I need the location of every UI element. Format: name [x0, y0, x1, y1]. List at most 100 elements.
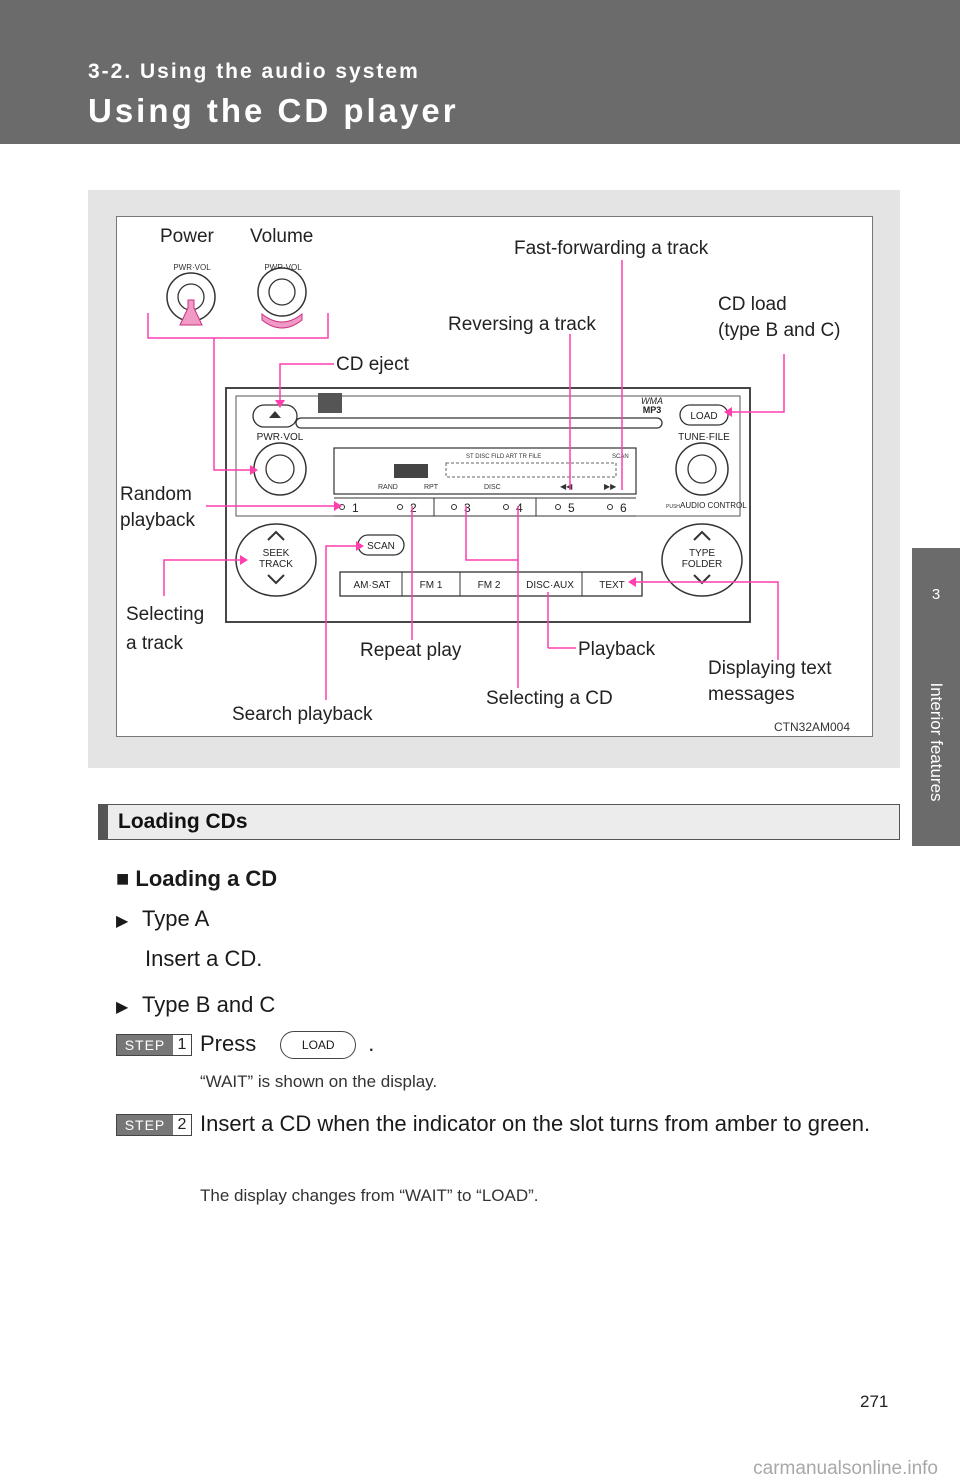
display-rand-indicator: RAND [378, 484, 398, 491]
callout-lines [147, 260, 785, 700]
wma-logo: WMA [641, 396, 663, 406]
type-a-label: Type A [142, 906, 210, 931]
step-1-badge: STEP 1 [116, 1034, 192, 1056]
callout-cd-eject: CD eject [336, 354, 409, 375]
callout-cd-load-line2: (type B and C) [718, 319, 841, 341]
preset-3-label: 3 [464, 501, 471, 515]
triangle-bullet-icon: ▶ [116, 913, 129, 930]
callout-reversing: Reversing a track [448, 314, 596, 335]
preset-5-indicator [555, 504, 561, 510]
sub-heading: ■ Loading a CD [116, 866, 277, 892]
preset-2-indicator [397, 504, 403, 510]
callout-selecting-cd: Selecting a CD [486, 688, 613, 709]
seek-label: SEEK [263, 548, 290, 559]
eject-icon [269, 411, 281, 418]
callout-repeat: Repeat play [360, 640, 462, 661]
type-bc-line: ▶ Type B and C [116, 992, 275, 1018]
band-button-label: FM 2 [478, 580, 501, 591]
callout-random-line1: Random [120, 484, 192, 505]
step-1-word: STEP [117, 1035, 173, 1055]
callout-cd-load-line1: CD load [718, 294, 787, 315]
press-arrow-icon [179, 299, 203, 326]
sub-heading-text: Loading a CD [135, 866, 278, 891]
type-bc-label: Type B and C [142, 992, 276, 1017]
step-1-press: Press [200, 1031, 257, 1056]
preset-1-label: 1 [352, 501, 359, 515]
step-2-text: Insert a CD when the indicator on the sl… [200, 1111, 871, 1136]
watermark-text[interactable]: carmanualsonline.info [753, 1458, 938, 1479]
load-button-icon: LOAD [280, 1031, 357, 1060]
triangle-bullet-icon: ▶ [116, 999, 129, 1016]
callout-selecting-track: Selecting a track [126, 600, 204, 659]
callout-cd-load: CD load (type B and C) [718, 292, 841, 343]
chapter-side-tab[interactable] [912, 548, 960, 846]
preset-2-label: 2 [410, 501, 417, 515]
step-2-word: STEP [117, 1115, 173, 1135]
callout-selecting-track-line2: a track [126, 633, 184, 655]
callout-displaying-text: Displaying text messages [708, 656, 832, 707]
callout-arrowheads [240, 400, 732, 587]
lcd-display [333, 447, 637, 495]
page-title: Using the CD player [88, 92, 459, 129]
preset-6-label: 6 [620, 501, 627, 515]
display-scan-indicator: SCAN [612, 454, 629, 460]
tune-file-label: TUNE·FILE [678, 432, 730, 443]
step-1-end: . [368, 1031, 375, 1056]
band-button-label: TEXT [599, 580, 625, 591]
square-bullet-icon: ■ [116, 866, 130, 891]
callout-fast-forward: Fast-forwarding a track [514, 238, 709, 259]
callout-playback: Playback [578, 639, 656, 660]
step-2-note: The display changes from “WAIT” to “LOAD… [200, 1186, 539, 1205]
step-1-note: “WAIT” is shown on the display. [200, 1072, 438, 1091]
display-disc-indicator: DISC [484, 484, 501, 491]
type-a-text: Insert a CD. [145, 946, 263, 971]
preset-4-indicator [503, 504, 509, 510]
preset-buttons[interactable]: 1 2 3 4 5 6 [339, 501, 628, 515]
rotate-arrow-icon [261, 312, 303, 329]
step-1-text: Press LOAD. [200, 1028, 900, 1060]
push-label: PUSH [666, 504, 680, 510]
svg-text:▶▶: ▶▶ [604, 482, 617, 491]
step-2-number: 2 [173, 1115, 191, 1135]
callout-power: Power [160, 226, 214, 247]
preset-5-label: 5 [568, 501, 575, 515]
inset-pwr-label: PWR·VOL [173, 263, 211, 272]
type-folder-button [661, 523, 743, 597]
mp3-logo: MP3 [643, 405, 662, 415]
preset-3-indicator [451, 504, 457, 510]
callout-random-line2: playback [120, 509, 195, 531]
section-heading-bar: Loading CDs [98, 804, 900, 840]
folder-label: FOLDER [682, 559, 723, 570]
watermark-bar: carmanualsonline.info [0, 1452, 960, 1484]
page-number: 271 [860, 1392, 889, 1411]
audio-control-label: AUDIO CONTROL [680, 501, 747, 510]
callout-displaying-text-line2: messages [708, 683, 795, 705]
section-label: 3-2. Using the audio system [88, 60, 420, 83]
cd-slot [295, 417, 663, 429]
band-button-row [339, 571, 643, 597]
display-top-indicators: ST DISC FILD ART TR FILE [466, 454, 541, 460]
callout-search: Search playback [232, 704, 373, 725]
type-label: TYPE [689, 548, 715, 559]
track-label: TRACK [259, 559, 293, 570]
page-header [0, 0, 960, 144]
callout-volume: Volume [250, 226, 314, 247]
callout-displaying-text-line1: Displaying text [708, 658, 832, 679]
band-button-label: FM 1 [420, 580, 443, 591]
disc-logo-icon [318, 393, 342, 413]
load-button [679, 404, 729, 426]
preset-4-label: 4 [516, 501, 523, 515]
pwr-vol-label: PWR·VOL [257, 432, 304, 443]
callout-selecting-track-line1: Selecting [126, 604, 205, 625]
cd-player-illustration: PWR·VOL PWR·VOL WMA MP3 PWR·VOL LOAD TUN… [147, 260, 785, 700]
step-2-badge: STEP 2 [116, 1114, 192, 1136]
section-heading: Loading CDs [118, 810, 248, 833]
callout-random: Random playback [120, 482, 195, 533]
type-a-line: ▶ Type A [116, 906, 209, 932]
preset-6-indicator [607, 504, 613, 510]
band-button-label: AM·SAT [353, 580, 390, 591]
load-button-label: LOAD [690, 411, 717, 422]
chapter-number: 3 [931, 586, 941, 603]
step-1-number: 1 [173, 1035, 191, 1055]
display-rpt-indicator: RPT [424, 484, 439, 491]
